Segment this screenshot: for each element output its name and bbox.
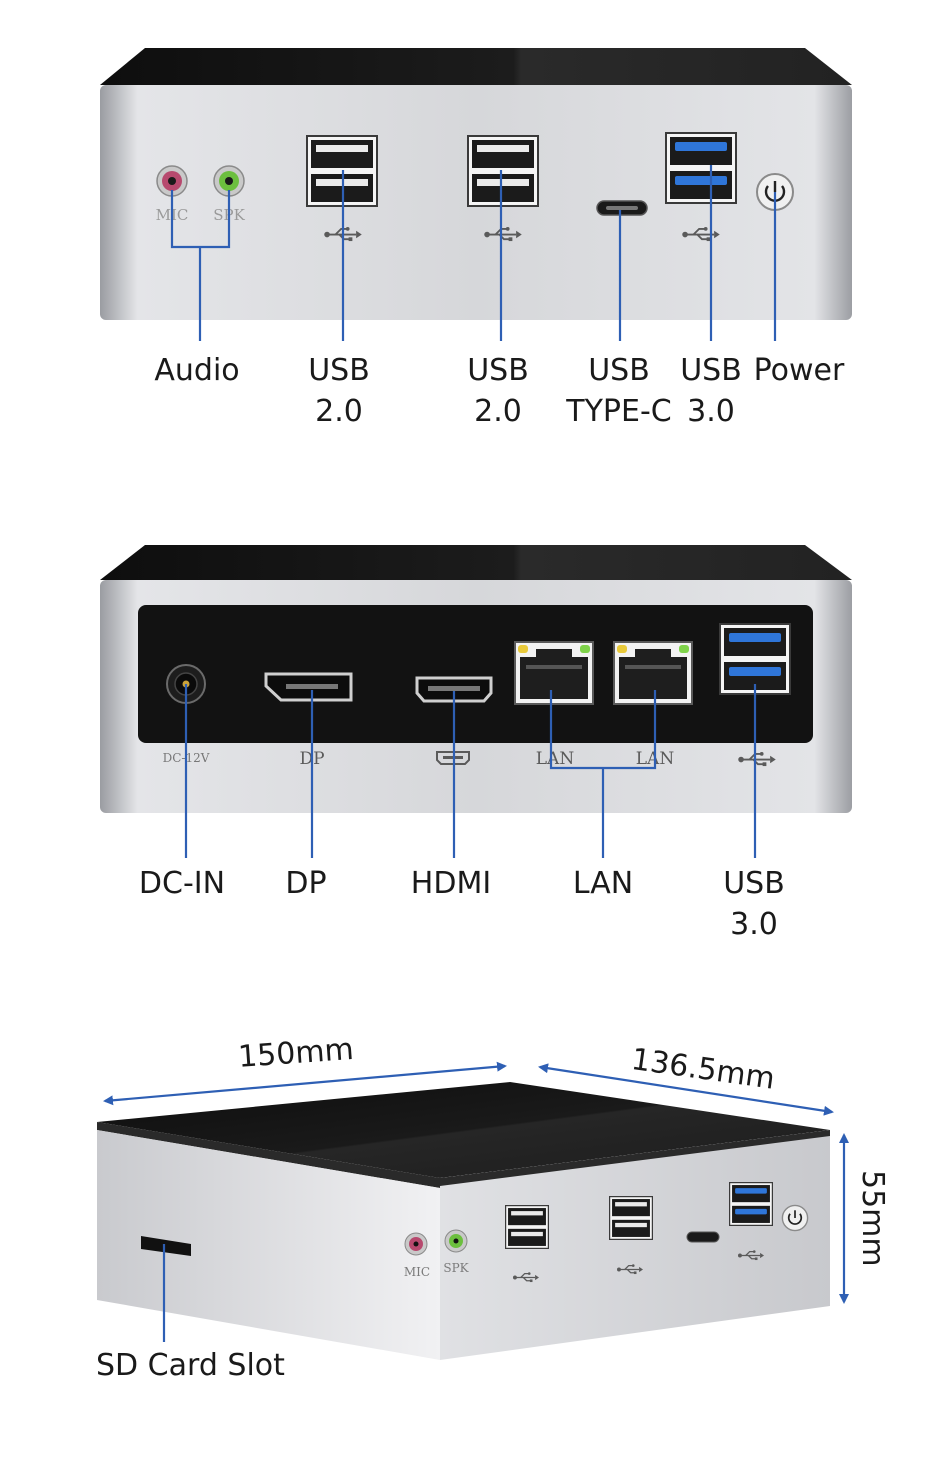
- label-power: Power: [753, 353, 845, 388]
- label-sd-card-slot: SD Card Slot: [96, 1348, 285, 1383]
- iso-usb2-right: [609, 1195, 653, 1241]
- width-arrow: [103, 1061, 507, 1106]
- rear-usb3-port: [719, 623, 791, 695]
- lan-port-1: [514, 641, 594, 705]
- label-dc-in: DC-IN: [138, 866, 226, 901]
- rear-callouts: [184, 684, 757, 858]
- iso-spk-mark: SPK: [443, 1261, 469, 1275]
- power-icon: [781, 1204, 809, 1232]
- label-audio: Audio: [154, 353, 240, 388]
- label-lan: LAN: [572, 866, 634, 901]
- sd-card-slot: [141, 1236, 191, 1256]
- iso-side-face: [97, 1130, 440, 1360]
- iso-mic-mark: MIC: [404, 1265, 430, 1279]
- iso-spk-jack: [444, 1229, 468, 1253]
- label-hdmi: HDMI: [410, 866, 492, 901]
- lan1-mark: LAN: [536, 749, 575, 769]
- height-dimension: 55mm: [855, 1170, 890, 1267]
- usb3-port: [665, 131, 737, 205]
- iso-usb2-left: [505, 1204, 549, 1250]
- front-top-lid: [100, 48, 852, 85]
- rear-view: DC-12V DP LAN LAN: [100, 545, 852, 858]
- dimension-arrows: [103, 1061, 849, 1342]
- front-callouts: [170, 165, 777, 341]
- dimension-view: MIC SPK: [97, 1061, 849, 1360]
- depth-arrow: [538, 1063, 834, 1116]
- lan-port-2: [613, 641, 693, 705]
- iso-mic-jack: [404, 1232, 428, 1256]
- rear-io-panel: [138, 605, 813, 743]
- iso-usb3: [729, 1181, 773, 1227]
- usb2-port-right: [467, 134, 539, 208]
- front-view: MIC SPK: [100, 48, 852, 341]
- label-dp: DP: [285, 866, 327, 901]
- rear-top-lid: [100, 545, 852, 580]
- spk-jack: [213, 165, 245, 197]
- iso-usb-c: [686, 1231, 720, 1243]
